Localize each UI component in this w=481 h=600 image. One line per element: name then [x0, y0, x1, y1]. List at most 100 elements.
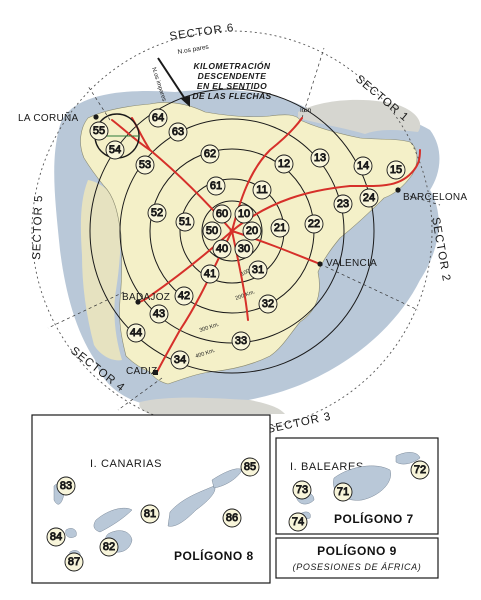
ring-50km — [201, 200, 263, 262]
city-label-valencia: VALENCIA — [326, 258, 377, 269]
zone-badge: 84 — [46, 527, 66, 547]
zone-badge: 31 — [248, 260, 268, 280]
zone-badge: 53 — [135, 155, 155, 175]
svg-text:73: 73 — [296, 484, 308, 496]
sector-divisions — [47, 47, 441, 411]
svg-text:64: 64 — [152, 112, 164, 124]
svg-text:50: 50 — [206, 225, 218, 237]
barcelona-dot — [395, 187, 401, 193]
ring-400km — [89, 88, 375, 374]
city-label-coruna: LA CORUÑA — [18, 111, 79, 124]
africa-subtitle: (POSESIONES DE ÁFRICA) — [293, 562, 422, 572]
zone-badge: 51 — [175, 212, 195, 232]
africa-land — [139, 397, 285, 414]
zone-badge: 74 — [288, 512, 308, 532]
sector-label-6: SECTOR 6 — [169, 22, 235, 43]
zone-badge: 86 — [222, 508, 242, 528]
zone-badge: 54 — [105, 140, 125, 160]
svg-text:15: 15 — [390, 164, 402, 176]
sector-circle — [31, 30, 433, 432]
svg-text:14: 14 — [357, 160, 369, 172]
zone-badge: 82 — [99, 537, 119, 557]
canarias-panel: I. CANARIAS 83 84 87 82 81 86 85 POLÍGON… — [31, 414, 271, 584]
island-menorca — [395, 452, 421, 465]
zone-badge: 12 — [274, 154, 294, 174]
canarias-badges: 83 84 87 82 81 86 85 — [46, 457, 260, 572]
svg-text:62: 62 — [204, 148, 216, 160]
zone-badge: 13 — [310, 148, 330, 168]
svg-text:21: 21 — [274, 222, 286, 234]
zone-badge: 20 — [242, 221, 262, 241]
zone-badge: 73 — [292, 480, 312, 500]
svg-text:72: 72 — [414, 464, 426, 476]
sector-divider — [409, 195, 441, 206]
zone-badge: 32 — [258, 294, 278, 314]
valencia-dot — [317, 261, 323, 267]
zone-badge: 23 — [333, 194, 353, 214]
svg-text:86: 86 — [226, 512, 238, 524]
routes — [111, 117, 421, 375]
canarias-name: I. CANARIAS — [90, 458, 162, 470]
zone-badge: 21 — [270, 218, 290, 238]
zone-badge: 61 — [206, 176, 226, 196]
badajoz-dot — [135, 299, 141, 305]
zone-badge: 43 — [149, 304, 169, 324]
svg-text:71: 71 — [337, 486, 349, 498]
zone-badge: 30 — [234, 239, 254, 259]
route-badajoz — [137, 230, 233, 303]
svg-text:74: 74 — [292, 516, 304, 528]
arrow-shaft — [157, 57, 188, 103]
sector-label-3: SECTOR 3 — [266, 411, 332, 436]
svg-text:20: 20 — [246, 225, 258, 237]
route-south — [231, 230, 249, 321]
sector-divider — [87, 85, 111, 121]
route-valencia — [231, 230, 321, 265]
arrow-head-icon — [180, 96, 190, 107]
svg-text:87: 87 — [68, 556, 80, 568]
zone-badge: 85 — [240, 457, 260, 477]
sector-divider — [301, 47, 325, 119]
svg-text:44: 44 — [130, 327, 142, 339]
svg-text:51: 51 — [179, 216, 191, 228]
svg-text:31: 31 — [252, 264, 264, 276]
africa-panel: POLÍGONO 9 (POSESIONES DE ÁFRICA) — [275, 537, 439, 579]
svg-text:60: 60 — [216, 208, 228, 220]
svg-text:41: 41 — [204, 268, 216, 280]
zone-badge: 83 — [56, 476, 76, 496]
svg-text:13: 13 — [314, 152, 326, 164]
note-line-3: EN EL SENTIDO — [197, 81, 267, 91]
city-label-barcelona: BARCELONA — [403, 192, 467, 203]
svg-text:10: 10 — [238, 208, 250, 220]
svg-text:40: 40 — [216, 243, 228, 255]
sector-label-5: SECTOR 5 — [31, 194, 45, 260]
svg-text:34: 34 — [174, 354, 186, 366]
island-fuerteventura — [167, 485, 216, 527]
svg-text:85: 85 — [244, 461, 256, 473]
svg-text:32: 32 — [262, 298, 274, 310]
svg-text:82: 82 — [103, 541, 115, 553]
route-coruna — [111, 119, 233, 232]
zone-badges: 10 20 30 40 50 60 11 12 13 14 15 21 22 2… — [89, 108, 406, 370]
france-land — [298, 99, 421, 134]
city-label-badajoz: BADAJOZ — [122, 292, 170, 303]
island-gomera — [65, 528, 77, 538]
zone-badge: 55 — [89, 121, 109, 141]
zone-badge: 11 — [252, 180, 272, 200]
zone-badge: 10 — [234, 204, 254, 224]
zone-badge: 71 — [333, 482, 353, 502]
note-line-4: DE LAS FLECHAS — [192, 91, 271, 101]
coruna-dot — [93, 114, 99, 120]
zone-badge: 52 — [147, 203, 167, 223]
baleares-name: I. BALEARES — [290, 461, 364, 473]
svg-text:84: 84 — [50, 531, 62, 543]
svg-text:55: 55 — [93, 125, 105, 137]
sector-divider — [47, 291, 125, 329]
zone-badge: 24 — [359, 188, 379, 208]
zone-badge: 15 — [386, 160, 406, 180]
portugal-land — [80, 180, 122, 361]
svg-text:11: 11 — [256, 184, 267, 196]
zone-badge: 44 — [126, 323, 146, 343]
svg-text:24: 24 — [363, 192, 375, 204]
city-label-irun: Irún — [300, 107, 312, 114]
